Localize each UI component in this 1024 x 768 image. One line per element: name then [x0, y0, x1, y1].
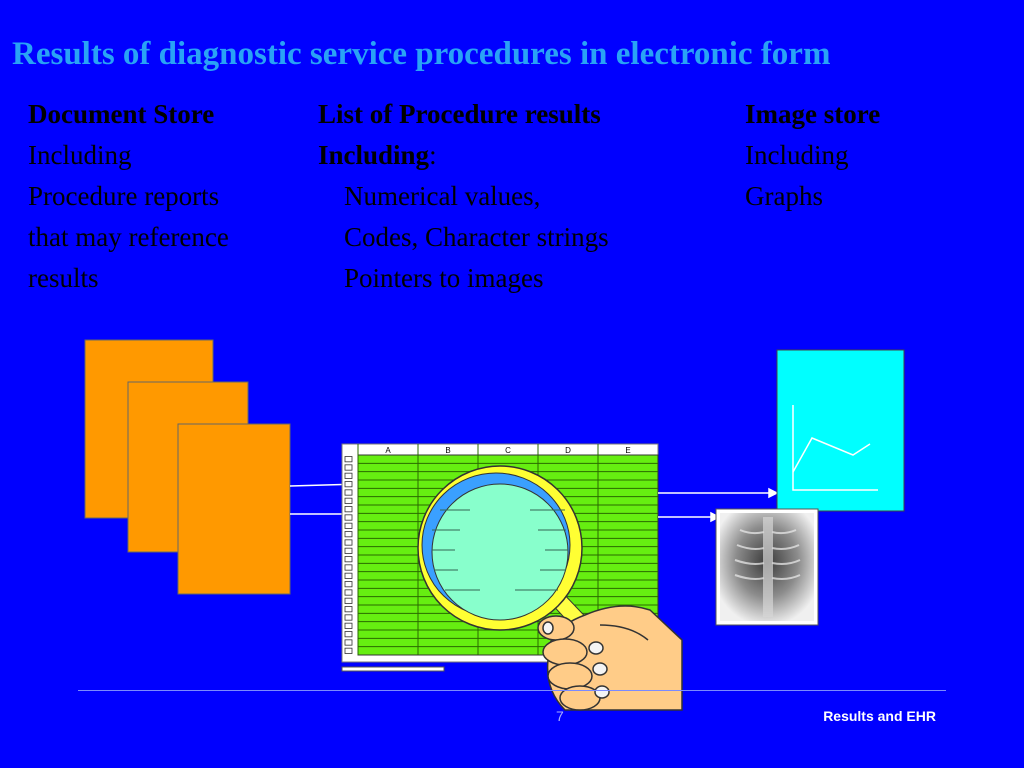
- sheet-row-header: [344, 572, 353, 579]
- document-store-line: results: [28, 263, 99, 293]
- sheet-row-header: [344, 531, 353, 538]
- document-store-line: Including: [28, 140, 132, 170]
- document-store-line: that may reference: [28, 222, 229, 252]
- magnifying-glass-icon: [417, 465, 599, 641]
- sheet-row-header: [344, 472, 353, 479]
- sheet-row-header: [344, 514, 353, 521]
- sheet-row-header: [344, 497, 353, 504]
- image-store-heading: Image store: [745, 99, 881, 129]
- sheet-row-header: [344, 639, 353, 646]
- sheet-row-header: [344, 556, 353, 563]
- procedure-results-line: Numerical values,: [344, 181, 541, 211]
- sheet-row-header: [344, 547, 353, 554]
- image-arrows: [658, 487, 779, 523]
- hand-icon: [537, 605, 683, 711]
- procedure-results-line: Codes, Character strings: [344, 222, 609, 252]
- sheet-row-header: [344, 481, 353, 488]
- procedure-results-including-line: Including:: [318, 135, 609, 176]
- sheet-column-header: C: [505, 446, 511, 455]
- xray-image: [715, 508, 819, 626]
- footer-divider: [78, 690, 946, 691]
- including-label: Including: [318, 140, 430, 170]
- slide-title: Results of diagnostic service procedures…: [12, 36, 831, 72]
- document-pages: [84, 339, 291, 595]
- document-store-heading: Document Store: [28, 99, 215, 129]
- sheet-column-header: E: [625, 446, 630, 455]
- sheet-row-header: [344, 622, 353, 629]
- sheet-row-header: [344, 614, 353, 621]
- footer-text: Results and EHR: [823, 708, 936, 724]
- sheet-row-header: [344, 456, 353, 463]
- procedure-results-line: Pointers to images: [344, 263, 544, 293]
- sheet-row-header: [344, 506, 353, 513]
- image-store-line: Graphs: [745, 181, 823, 211]
- sheet-column-header: D: [565, 446, 571, 455]
- sheet-row-header: [344, 489, 353, 496]
- graph-axes: [792, 405, 878, 491]
- sheet-column-header: B: [445, 446, 450, 455]
- sheet-row-header: [344, 631, 353, 638]
- including-colon: :: [429, 140, 437, 170]
- procedure-results-column: List of Procedure results Including: Num…: [318, 94, 609, 299]
- sheet-row-header: [344, 539, 353, 546]
- sheet-row-header: [344, 647, 353, 654]
- sheet-row-header: [344, 581, 353, 588]
- graph-line: [792, 437, 871, 473]
- sheet-row-header: [344, 522, 353, 529]
- document-store-column: Document Store Including Procedure repor…: [28, 94, 229, 299]
- procedure-results-heading: List of Procedure results: [318, 99, 601, 129]
- image-store-line: Including: [745, 140, 849, 170]
- sheet-row-header: [344, 464, 353, 471]
- slide-number: 7: [556, 708, 564, 724]
- sheet-row-header: [344, 606, 353, 613]
- image-store-column: Image store Including Graphs: [745, 94, 880, 217]
- sheet-row-header: [344, 564, 353, 571]
- sheet-row-header: [344, 589, 353, 596]
- sheet-row-header: [344, 597, 353, 604]
- document-page: [177, 423, 291, 595]
- graph-card: [776, 349, 905, 512]
- document-store-line: Procedure reports: [28, 181, 220, 211]
- sheet-column-header: A: [385, 446, 391, 455]
